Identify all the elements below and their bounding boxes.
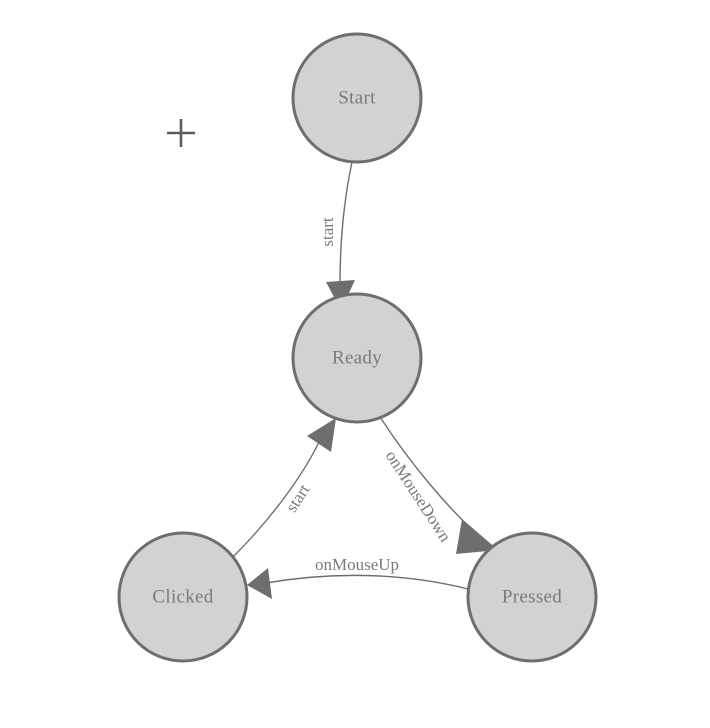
node-label: Pressed — [502, 586, 562, 607]
node-label: Start — [338, 87, 376, 108]
edge-ready-to-pressed[interactable]: onMouseDown — [379, 416, 498, 554]
edge-label: onMouseDown — [382, 447, 455, 546]
edge-line — [265, 574, 469, 590]
edge-line — [339, 161, 353, 285]
edge-clicked-to-ready[interactable]: start — [231, 418, 336, 559]
arrow-head-icon — [307, 418, 336, 452]
edge-start-to-ready[interactable]: start — [318, 161, 355, 310]
node-label: Ready — [332, 347, 382, 368]
edge-line — [231, 439, 321, 559]
state-node-ready[interactable]: Ready — [291, 292, 423, 424]
edge-label: start — [282, 480, 314, 515]
node-circle — [291, 292, 423, 424]
edge-label: onMouseUp — [315, 555, 399, 574]
arrow-head-icon — [247, 568, 272, 599]
plus-marker-icon — [167, 119, 195, 147]
edge-pressed-to-clicked[interactable]: onMouseUp — [247, 555, 469, 599]
arrow-head-icon — [456, 519, 498, 554]
state-node-clicked[interactable]: Clicked — [117, 531, 249, 663]
node-circle — [117, 531, 249, 663]
markers-layer — [167, 119, 195, 147]
edge-label: start — [318, 217, 337, 247]
state-node-pressed[interactable]: Pressed — [466, 531, 598, 663]
node-label: Clicked — [152, 586, 213, 607]
state-node-start[interactable]: Start — [291, 32, 423, 164]
node-circle — [466, 531, 598, 663]
node-circle — [291, 32, 423, 164]
